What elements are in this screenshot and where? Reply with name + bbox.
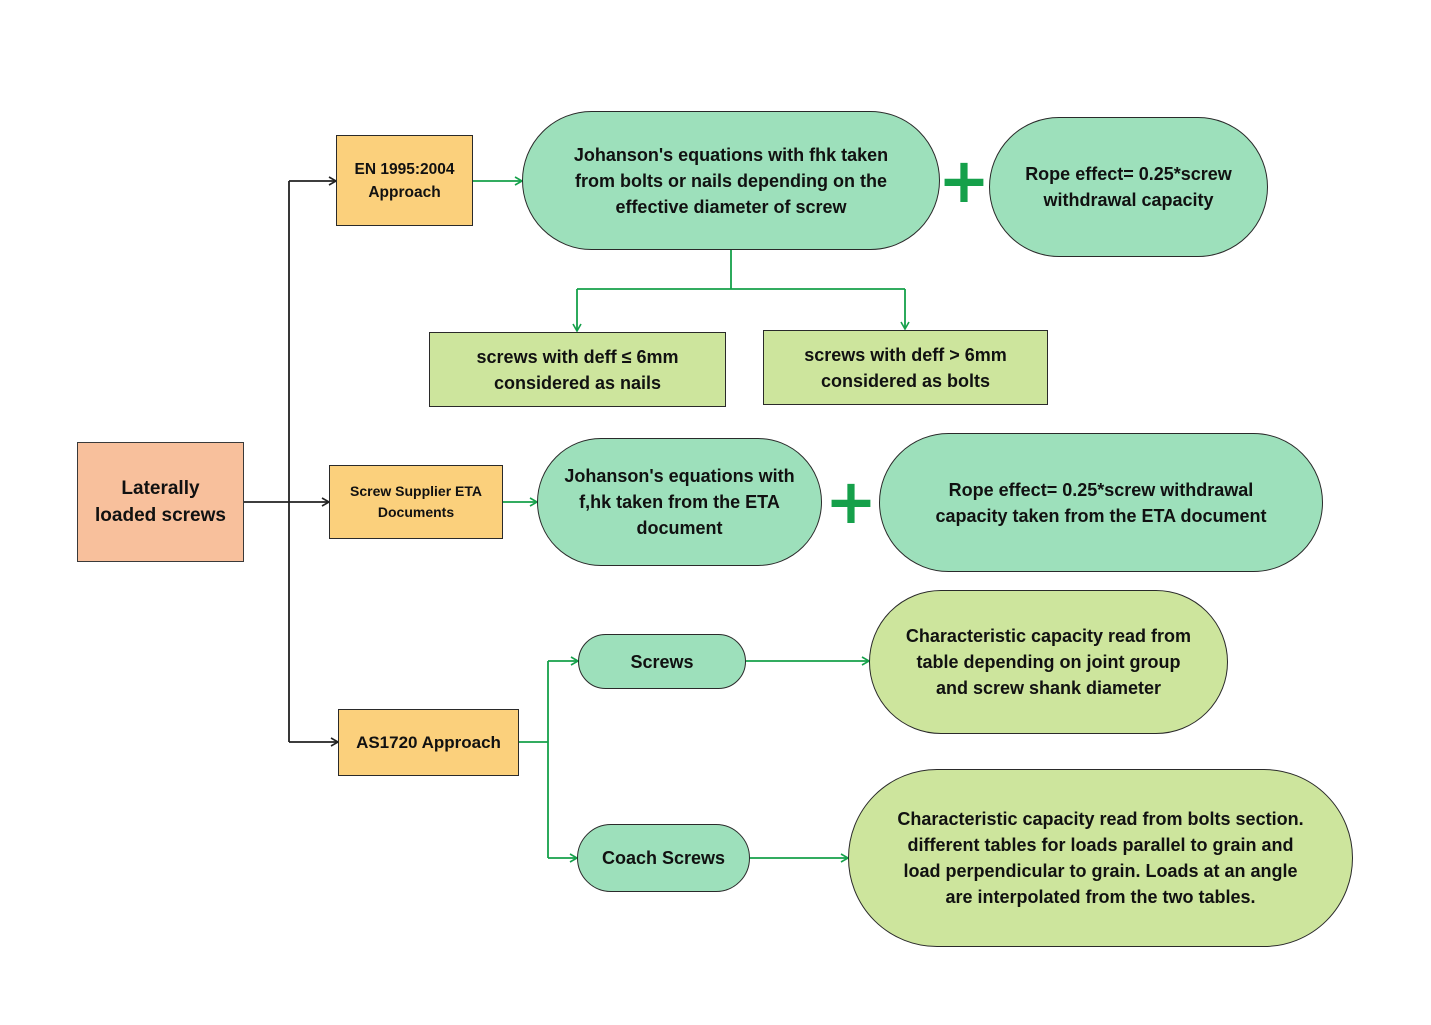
coach-screws-pill: Coach Screws bbox=[577, 824, 750, 892]
root-node-laterally-loaded-screws: Laterally loaded screws bbox=[77, 442, 244, 562]
en1995-johanson-pill: Johanson's equations with fhk taken from… bbox=[522, 111, 940, 250]
root-node-label: Laterally loaded screws bbox=[95, 478, 226, 526]
coach-screws-pill-text: Coach Screws bbox=[601, 848, 726, 868]
eta-approach-label: Screw Supplier ETA Documents bbox=[350, 483, 482, 520]
plus-symbol: + bbox=[938, 144, 990, 217]
eta-johanson-pill: Johanson's equations with f,hk taken fro… bbox=[537, 438, 822, 566]
screws-capacity-text: Characteristic capacity read from table … bbox=[905, 626, 1192, 698]
as1720-approach-node: AS1720 Approach bbox=[338, 709, 519, 776]
en1995-rope-pill: Rope effect= 0.25*screw withdrawal capac… bbox=[989, 117, 1268, 257]
as1720-approach-label: AS1720 Approach bbox=[356, 733, 501, 752]
coach-capacity-text: Characteristic capacity read from bolts … bbox=[897, 809, 1304, 907]
bolts-condition-text: screws with deff > 6mm considered as bol… bbox=[804, 344, 1007, 391]
nails-condition-box: screws with deff ≤ 6mm considered as nai… bbox=[429, 332, 726, 407]
plus-icon: + bbox=[936, 150, 992, 212]
eta-johanson-text: Johanson's equations with f,hk taken fro… bbox=[564, 466, 795, 538]
root-connectors bbox=[243, 176, 340, 747]
screws-pill: Screws bbox=[578, 634, 746, 689]
screws-pill-text: Screws bbox=[630, 651, 694, 672]
en1995-approach-label: EN 1995:2004 Approach bbox=[354, 160, 455, 201]
eta-rope-pill: Rope effect= 0.25*screw withdrawal capac… bbox=[879, 433, 1323, 572]
coach-capacity-pill: Characteristic capacity read from bolts … bbox=[848, 769, 1353, 947]
en1995-rope-text: Rope effect= 0.25*screw withdrawal capac… bbox=[1025, 164, 1232, 210]
en1995-approach-node: EN 1995:2004 Approach bbox=[336, 135, 473, 226]
branch-connectors bbox=[473, 176, 910, 863]
eta-rope-text: Rope effect= 0.25*screw withdrawal capac… bbox=[935, 479, 1267, 526]
nails-condition-text: screws with deff ≤ 6mm considered as nai… bbox=[476, 346, 679, 393]
plus-icon: + bbox=[823, 471, 879, 533]
bolts-condition-box: screws with deff > 6mm considered as bol… bbox=[763, 330, 1048, 405]
plus-symbol: + bbox=[825, 465, 877, 538]
screws-capacity-pill: Characteristic capacity read from table … bbox=[869, 590, 1228, 734]
eta-approach-node: Screw Supplier ETA Documents bbox=[329, 465, 503, 539]
en1995-johanson-text: Johanson's equations with fhk taken from… bbox=[573, 144, 889, 217]
